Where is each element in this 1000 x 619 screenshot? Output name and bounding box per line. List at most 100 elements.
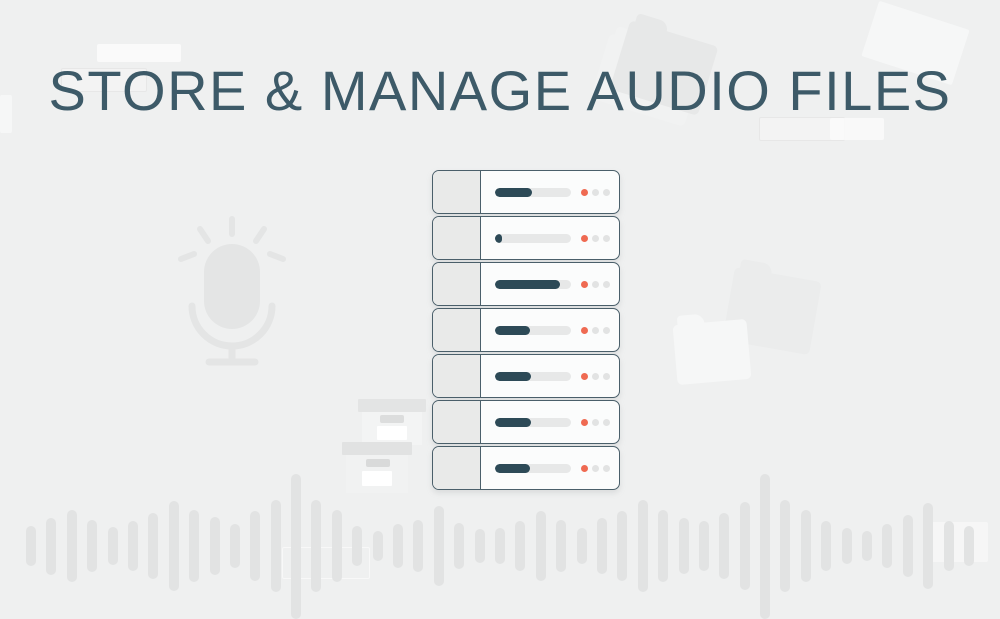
waveform-bar xyxy=(780,500,791,592)
progress-bar-fill xyxy=(495,371,532,381)
waveform-bar xyxy=(413,520,424,572)
status-led xyxy=(603,280,610,288)
status-led xyxy=(592,372,599,380)
server-drive-bay xyxy=(433,309,481,351)
faint-card xyxy=(0,95,12,133)
waveform-bar xyxy=(433,506,444,586)
waveform-bar xyxy=(352,526,363,566)
waveform-bar xyxy=(841,528,852,564)
progress-bar xyxy=(495,233,571,243)
storage-box-icon xyxy=(358,399,428,446)
waveform-bar xyxy=(821,521,832,571)
status-led xyxy=(592,280,599,288)
waveform-bar xyxy=(596,518,607,574)
waveform-bar xyxy=(66,510,77,582)
waveform-bar xyxy=(107,527,118,565)
status-leds xyxy=(581,234,610,242)
server-unit-panel xyxy=(481,217,619,259)
progress-bar-fill xyxy=(495,463,530,473)
waveform-bar xyxy=(963,526,974,566)
waveform-bar xyxy=(902,515,913,577)
box-label-strip xyxy=(366,459,390,467)
waveform-bar xyxy=(943,521,954,571)
progress-bar-fill xyxy=(495,417,532,427)
progress-bar-fill xyxy=(495,187,533,197)
status-led xyxy=(592,464,599,472)
status-led xyxy=(603,234,610,242)
waveform-bar xyxy=(87,520,98,572)
status-led-active xyxy=(581,464,588,472)
box-lid xyxy=(342,442,412,455)
waveform-bar xyxy=(46,517,57,575)
status-led-active xyxy=(581,280,588,288)
server-unit xyxy=(432,400,620,444)
server-unit xyxy=(432,216,620,260)
status-leds xyxy=(581,188,610,196)
server-unit xyxy=(432,308,620,352)
waveform-bar xyxy=(658,510,669,582)
box-label-strip xyxy=(380,415,404,423)
progress-bar xyxy=(495,417,571,427)
status-led xyxy=(592,188,599,196)
waveform-bar xyxy=(576,528,587,564)
server-unit-panel xyxy=(481,355,619,397)
server-drive-bay xyxy=(433,447,481,489)
status-led xyxy=(592,234,599,242)
status-led xyxy=(603,372,610,380)
status-led xyxy=(592,326,599,334)
waveform-bar xyxy=(862,531,873,561)
waveform-bar xyxy=(229,524,240,568)
server-unit xyxy=(432,262,620,306)
status-leds xyxy=(581,280,610,288)
waveform-bar xyxy=(739,502,750,590)
box-label xyxy=(377,426,407,440)
faint-card xyxy=(97,44,181,62)
waveform-icon xyxy=(26,473,974,619)
storage-box-icon xyxy=(342,442,414,494)
status-led xyxy=(592,418,599,426)
waveform-bar xyxy=(535,511,546,581)
faint-card xyxy=(282,547,370,579)
status-leds xyxy=(581,326,610,334)
waveform-bar xyxy=(882,524,893,568)
progress-bar xyxy=(495,279,571,289)
status-led xyxy=(603,464,610,472)
server-drive-bay xyxy=(433,355,481,397)
server-unit xyxy=(432,354,620,398)
server-drive-bay xyxy=(433,401,481,443)
waveform-bar xyxy=(454,523,465,569)
faint-card xyxy=(928,522,988,562)
waveform-bar xyxy=(148,513,159,579)
folder-icon xyxy=(672,318,752,386)
progress-bar xyxy=(495,463,571,473)
faint-card xyxy=(61,68,147,92)
page-title: STORE & MANAGE AUDIO FILES xyxy=(48,59,952,122)
status-leds xyxy=(581,464,610,472)
progress-bar xyxy=(495,187,571,197)
waveform-bar xyxy=(923,503,934,589)
waveform-bar xyxy=(515,521,526,571)
waveform-bar xyxy=(617,511,628,581)
server-unit-panel xyxy=(481,263,619,305)
waveform-bar xyxy=(637,500,648,592)
status-led-active xyxy=(581,372,588,380)
waveform-bar xyxy=(331,510,342,582)
status-leds xyxy=(581,418,610,426)
status-led-active xyxy=(581,326,588,334)
progress-bar-fill xyxy=(495,279,561,289)
server-unit xyxy=(432,446,620,490)
waveform-bar-tall xyxy=(291,473,302,619)
waveform-bar xyxy=(26,526,36,566)
server-drive-bay xyxy=(433,217,481,259)
waveform-bar xyxy=(168,501,179,591)
waveform-bar xyxy=(127,521,138,571)
server-rack xyxy=(432,170,620,490)
waveform-bar xyxy=(719,513,730,579)
server-unit-panel xyxy=(481,171,619,213)
progress-bar xyxy=(495,325,571,335)
status-led xyxy=(603,188,610,196)
waveform-bar xyxy=(494,528,505,564)
waveform-bar xyxy=(556,520,567,572)
waveform-bar xyxy=(698,521,709,571)
waveform-bar xyxy=(474,529,485,563)
